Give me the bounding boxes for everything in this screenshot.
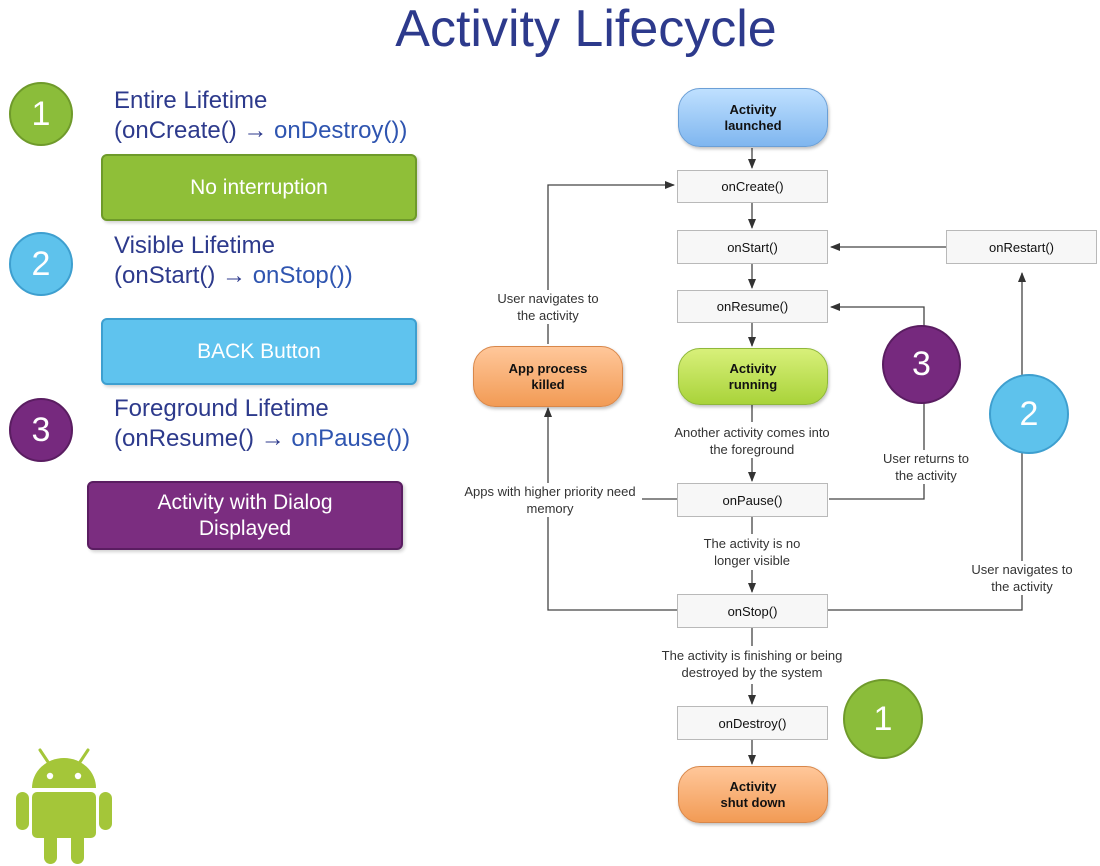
on-start-node: onStart() bbox=[677, 230, 828, 264]
legend-1-text: Entire Lifetime (onCreate() → onDestroy(… bbox=[114, 86, 407, 146]
on-destroy-node: onDestroy() bbox=[677, 706, 828, 740]
activity-running-node: Activity running bbox=[678, 348, 828, 405]
legend-1-box: No interruption bbox=[101, 154, 417, 221]
activity-launched-node: Activity launched bbox=[678, 88, 828, 147]
legend-3-heading: Foreground Lifetime bbox=[114, 395, 329, 422]
note-user-navigates-left: User navigates to the activity bbox=[488, 290, 608, 324]
legend-1-heading: Entire Lifetime bbox=[114, 87, 268, 114]
activity-shut-down-node: Activity shut down bbox=[678, 766, 828, 823]
note-no-longer-visible: The activity is no longer visible bbox=[692, 535, 812, 569]
on-restart-node: onRestart() bbox=[946, 230, 1097, 264]
on-stop-node: onStop() bbox=[677, 594, 828, 628]
legend-3-text: Foreground Lifetime (onResume() → onPaus… bbox=[114, 394, 410, 454]
legend-2-box: BACK Button bbox=[101, 318, 417, 385]
legend-badge-3: 3 bbox=[9, 398, 73, 462]
legend-1-range: (onCreate() → onDestroy()) bbox=[114, 117, 408, 144]
legend-2-range: (onStart() → onStop()) bbox=[114, 262, 353, 289]
note-user-returns: User returns to the activity bbox=[876, 450, 976, 484]
note-user-navigates-right: User navigates to the activity bbox=[964, 561, 1080, 595]
legend-3-box: Activity with Dialog Displayed bbox=[87, 481, 403, 550]
page-title: Activity Lifecycle bbox=[395, 0, 777, 58]
note-higher-priority: Apps with higher priority need memory bbox=[462, 483, 638, 517]
diagram-badge-1: 1 bbox=[843, 679, 923, 759]
legend-3-range: (onResume() → onPause()) bbox=[114, 425, 411, 452]
legend-2-heading: Visible Lifetime bbox=[114, 232, 275, 259]
note-finishing: The activity is finishing or being destr… bbox=[642, 647, 862, 681]
on-create-node: onCreate() bbox=[677, 170, 828, 203]
legend-badge-1: 1 bbox=[9, 82, 73, 146]
on-pause-node: onPause() bbox=[677, 483, 828, 517]
android-robot-icon bbox=[16, 748, 112, 864]
on-resume-node: onResume() bbox=[677, 290, 828, 323]
diagram-badge-2: 2 bbox=[989, 374, 1069, 454]
diagram-badge-3: 3 bbox=[882, 325, 961, 404]
legend-badge-2: 2 bbox=[9, 232, 73, 296]
note-another-activity: Another activity comes into the foregrou… bbox=[666, 424, 838, 458]
app-process-killed-node: App process killed bbox=[473, 346, 623, 407]
legend-2-text: Visible Lifetime (onStart() → onStop()) bbox=[114, 231, 353, 291]
